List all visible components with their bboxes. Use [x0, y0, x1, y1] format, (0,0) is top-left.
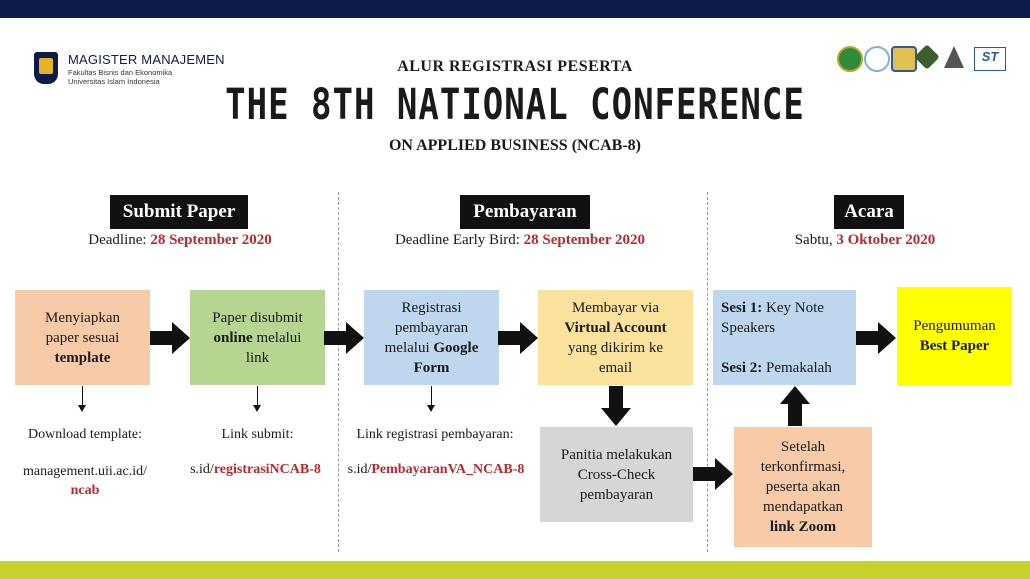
box-sessions-s2-rest: Pemakalah — [762, 359, 832, 376]
logo-sub-line1: Fakultas Bisnis dan Ekonomika — [68, 68, 173, 77]
logo-subtitle: Fakultas Bisnis dan Ekonomika Universita… — [68, 68, 172, 86]
section-title-payment: Pembayaran — [460, 195, 590, 229]
box-check-line2: Cross-Check — [577, 466, 656, 483]
box-confirm-line1: Setelah — [780, 439, 826, 455]
deadline-submit-label: Deadline: — [88, 232, 151, 248]
box-sessions: Sesi 1: Key Note Speakers Sesi 2: Pemaka… — [713, 290, 856, 385]
box-pay-line4: email — [598, 359, 633, 376]
box-sessions-s1-rest: Key Note — [762, 299, 824, 316]
box-pay-line3: yang dikirim ke — [568, 339, 663, 356]
partner-logo-1 — [837, 46, 863, 72]
box-submit-bold: online — [213, 329, 253, 346]
arrow-right-5 — [856, 322, 896, 354]
box-check-line3: pembayaran — [579, 486, 654, 503]
subtitle-top: ALUR REGISTRASI PESERTA — [397, 58, 633, 75]
partner-logo-5 — [944, 46, 964, 68]
box-prepare-line2: paper sesuai — [45, 329, 120, 346]
subtitle-bottom: ON APPLIED BUSINESS (NCAB-8) — [388, 137, 642, 154]
box-announce-bold: Best Paper — [919, 338, 990, 354]
note-download-link-pre[interactable]: management.uii.ac.id/ — [22, 464, 147, 479]
box-prepare-paper: Menyiapkan paper sesuai template — [15, 290, 150, 385]
section-title-submit: Submit Paper — [110, 195, 248, 229]
box-register-line1: Registrasi — [401, 299, 462, 316]
magister-manajemen-logo: MAGISTER MANAJEMEN Fakultas Bisnis dan E… — [34, 52, 225, 92]
box-register-line3-pre: melalui — [384, 339, 434, 356]
box-register-line3: melalui Google — [385, 338, 479, 358]
box-pay-virtual-account: Membayar via Virtual Account yang dikiri… — [538, 290, 693, 385]
box-confirmed-zoom: Setelah terkonfirmasi, peserta akan mend… — [734, 427, 872, 547]
logo-sub-line2: Universitas Islam Indonesia — [68, 77, 160, 86]
section-title-event: Acara — [834, 195, 904, 229]
note-submit-link[interactable]: s.id/registrasiNCAB-8 — [178, 462, 333, 478]
uii-shield-icon — [34, 52, 58, 84]
section-divider-1 — [338, 192, 339, 552]
arrow-right-4 — [693, 458, 733, 490]
note-pay-link-pre[interactable]: s.id/ — [347, 462, 372, 477]
arrow-down-1 — [601, 386, 631, 426]
box-submit-online: Paper disubmit online melalui link — [190, 290, 325, 385]
note-download-link[interactable]: management.uii.ac.id/ ncab — [10, 462, 160, 500]
section-divider-2 — [707, 192, 708, 552]
arrow-up-1 — [780, 386, 810, 426]
box-best-paper: Pengumuman Best Paper — [897, 287, 1012, 385]
logo-title: MAGISTER MANAJEMEN — [68, 52, 225, 67]
box-confirm-line3: peserta akan — [765, 479, 841, 495]
box-sessions-s1-line2: Speakers — [721, 319, 776, 336]
partner-logo-3 — [891, 46, 917, 72]
box-prepare-bold: template — [54, 349, 111, 366]
main-title: THE 8TH NATIONAL CONFERENCE — [225, 80, 805, 130]
note-download-label: Download template: — [28, 427, 142, 442]
thin-arrow-1-line — [82, 386, 83, 406]
stie-logo: ST — [974, 47, 1006, 71]
partner-logo-2 — [864, 46, 890, 72]
thin-arrow-3-head — [427, 405, 435, 412]
thin-arrow-2-line — [257, 386, 258, 406]
bottom-accent-bar — [0, 561, 1030, 579]
note-submit-label: Link submit: — [221, 427, 294, 442]
thin-arrow-3-line — [431, 386, 432, 406]
box-confirm-line4: mendapatkan — [763, 499, 843, 515]
note-download-link-red[interactable]: ncab — [70, 483, 100, 498]
deadline-event-date: 3 Oktober 2020 — [836, 232, 936, 248]
deadline-payment-date: 28 September 2020 — [523, 232, 646, 248]
top-accent-bar — [0, 0, 1030, 18]
note-submit-link-pre[interactable]: s.id/ — [190, 462, 214, 477]
box-register-line2: pembayaran — [394, 319, 469, 336]
deadline-event: Sabtu, 3 Oktober 2020 — [760, 232, 970, 249]
thin-arrow-1-head — [78, 405, 86, 412]
note-pay-link-red[interactable]: PembayaranVA_NCAB-8 — [371, 462, 525, 477]
box-register-payment: Registrasi pembayaran melalui Google For… — [364, 290, 499, 385]
deadline-payment-label: Deadline Early Bird: — [394, 232, 524, 248]
note-submit-link-red[interactable]: registrasiNCAB-8 — [213, 462, 321, 477]
box-sessions-s1: Sesi 1: Key Note — [721, 298, 832, 318]
box-submit-line2-rest: melalui — [252, 329, 302, 346]
deadline-event-label: Sabtu, — [794, 232, 837, 248]
note-pay-label: Link registrasi pembayaran: — [356, 427, 514, 442]
box-cross-check: Panitia melakukan Cross-Check pembayaran — [540, 427, 693, 522]
arrow-right-3 — [498, 322, 538, 354]
box-register-bold2: Form — [413, 359, 450, 376]
box-check-line1: Panitia melakukan — [560, 446, 673, 463]
box-prepare-line1: Menyiapkan — [45, 309, 120, 326]
note-pay-link[interactable]: s.id/PembayaranVA_NCAB-8 — [340, 462, 532, 478]
thin-arrow-2-head — [253, 405, 261, 412]
box-sessions-s2: Sesi 2: Pemakalah — [721, 358, 832, 378]
box-submit-line2: online melalui — [212, 328, 302, 348]
box-sessions-s1-bold: Sesi 1: — [721, 299, 763, 316]
deadline-payment: Deadline Early Bird: 28 September 2020 — [370, 232, 670, 249]
arrow-right-2 — [324, 322, 364, 354]
box-pay-bold: Virtual Account — [564, 319, 667, 336]
deadline-submit-date: 28 September 2020 — [150, 232, 272, 248]
box-sessions-s2-bold: Sesi 2: — [721, 359, 763, 376]
box-pay-line1: Membayar via — [571, 299, 660, 316]
box-submit-line3: link — [245, 349, 270, 366]
box-submit-line1: Paper disubmit — [212, 309, 303, 326]
arrow-right-1 — [150, 322, 190, 354]
box-register-bold1: Google — [433, 339, 479, 356]
box-confirm-line2: terkonfirmasi, — [760, 459, 846, 475]
deadline-submit: Deadline: 28 September 2020 — [60, 232, 300, 249]
box-announce-line1: Pengumuman — [913, 318, 996, 334]
box-confirm-bold: link Zoom — [769, 519, 837, 535]
